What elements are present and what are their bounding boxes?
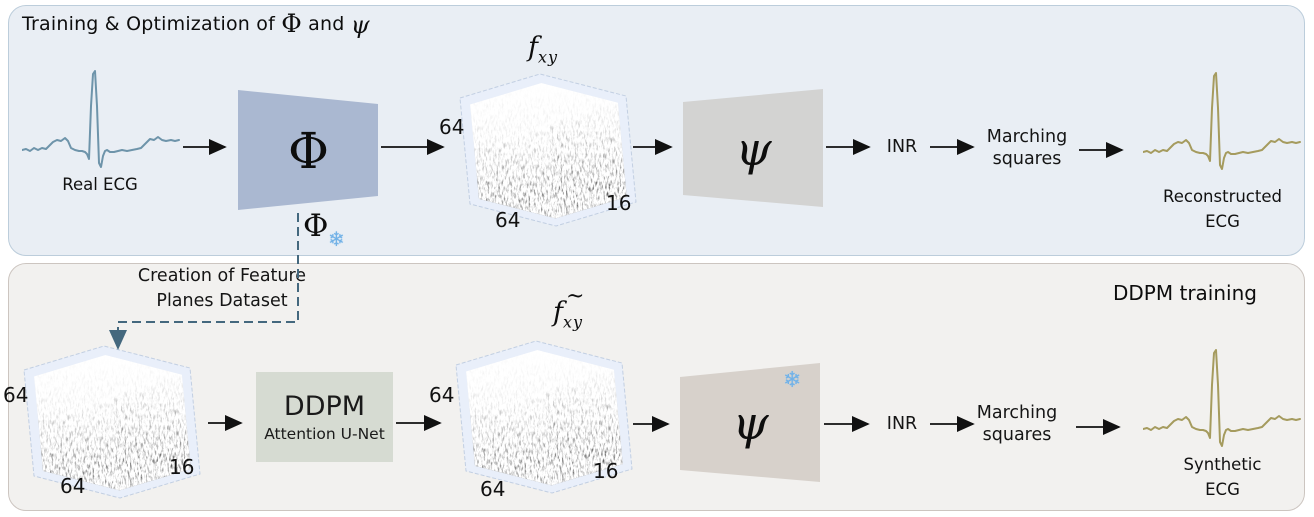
snowflake-icon: ❄	[328, 227, 345, 251]
cube-dim-left: 64	[439, 115, 465, 139]
reconstructed-ecg-label: Reconstructed ECG	[1145, 184, 1300, 234]
ddpm-label: DDPM	[283, 391, 366, 422]
decoder-psi-symbol: ψ	[735, 121, 772, 176]
inr-label-bottom: INR	[886, 414, 918, 434]
synthetic-line1: Synthetic	[1183, 455, 1262, 474]
title-text: Training & Optimization of	[22, 13, 282, 35]
marching-squares-label: Marching squares	[974, 126, 1080, 170]
marching-b-line1: Marching	[976, 403, 1058, 423]
marching-b-line2: squares	[982, 425, 1052, 445]
synthetic-ecg-label: Synthetic ECG	[1150, 452, 1295, 502]
inr-label: INR	[886, 137, 918, 157]
frozen-phi-label: Φ	[303, 208, 329, 244]
cube3-dim-depth: 16	[593, 459, 619, 483]
marching-line1: Marching	[986, 127, 1068, 147]
encoder-phi-shape	[238, 90, 378, 210]
snowflake-icon-decoder: ❄	[783, 368, 802, 393]
frozen-decoder-psi-shape	[680, 363, 820, 482]
cube2-dim-bottom: 64	[60, 474, 86, 498]
fxy2-f: f	[553, 297, 563, 328]
dataset-planes-cube	[23, 345, 201, 499]
marching-line2: squares	[992, 149, 1062, 169]
fxy-f: f	[528, 32, 538, 63]
cube3-dim-left: 64	[429, 383, 455, 407]
ddpm-block: DDPM Attention U-Net	[256, 372, 393, 462]
decoder-psi-shape	[683, 89, 823, 207]
cube-dim-bottom: 64	[495, 208, 521, 232]
creation-line1: Creation of Feature	[137, 266, 307, 286]
real-ecg-label: Real ECG	[62, 175, 138, 194]
reconstructed-line1: Reconstructed	[1163, 187, 1282, 206]
fxy-sub: xy	[538, 47, 559, 67]
title-and: and	[301, 13, 351, 35]
fxy2-sub: xy	[563, 312, 584, 332]
cube2-dim-left: 64	[3, 383, 29, 407]
top-panel-title: Training & Optimization of Φ and ψ	[22, 9, 370, 39]
cube3-dim-bottom: 64	[480, 477, 506, 501]
generated-planes-cube	[455, 340, 633, 494]
decoder-psi-block: ψ	[683, 89, 824, 208]
synthetic-ecg-waveform	[1143, 349, 1301, 447]
creation-dataset-label: Creation of Feature Planes Dataset	[122, 264, 322, 314]
creation-line2: Planes Dataset	[156, 291, 288, 311]
ddpm-training-title: DDPM training	[1113, 281, 1257, 305]
reconstructed-line2: ECG	[1205, 212, 1240, 231]
title-psi-symbol: ψ	[350, 11, 370, 39]
fxy-label: fxy	[528, 32, 558, 66]
cube-dim-depth: 16	[606, 191, 632, 215]
training-panel	[8, 5, 1305, 256]
encoder-phi-block: Φ	[238, 90, 379, 211]
fxy-tilde-label: ~fxy	[553, 284, 584, 332]
frozen-decoder-psi-symbol: ψ	[732, 396, 769, 450]
title-phi-symbol: Φ	[281, 9, 302, 38]
real-ecg-waveform	[22, 70, 180, 168]
frozen-decoder-psi-block: ψ	[680, 363, 821, 483]
ddpm-sublabel: Attention U-Net	[264, 425, 385, 443]
fxy-tilde: ~	[566, 284, 585, 309]
synthetic-line2: ECG	[1205, 480, 1240, 499]
marching-squares-label-bottom: Marching squares	[964, 402, 1070, 446]
cube2-dim-depth: 16	[169, 455, 195, 479]
reconstructed-ecg-waveform	[1143, 72, 1301, 170]
encoder-phi-symbol: Φ	[288, 121, 329, 180]
feature-planes-cube	[459, 73, 637, 227]
